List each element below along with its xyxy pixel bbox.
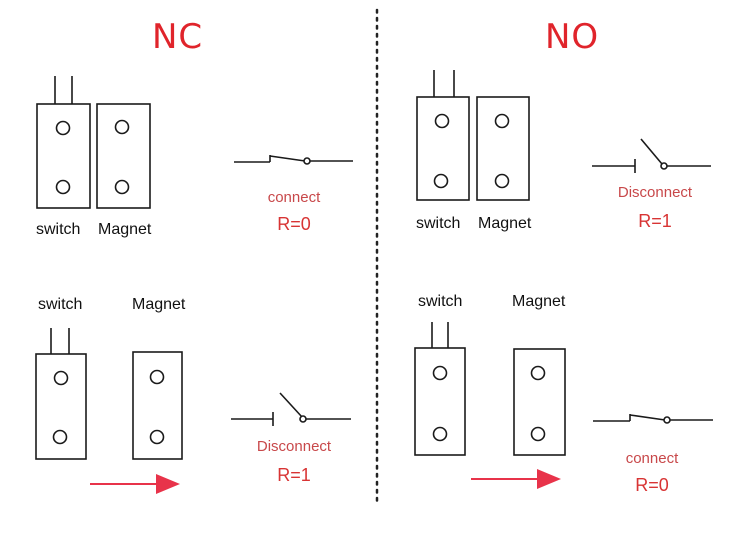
no-top-resistance-label: R=1 (638, 211, 672, 231)
nc-top-switch-body (36, 76, 91, 209)
no-top-magnet-body (476, 96, 530, 201)
no-bottom-state-label: connect (625, 450, 679, 467)
no-top-state-label: Disconnect (617, 184, 693, 201)
no-bottom-switch-label: switch (418, 293, 463, 310)
no-bottom-resistance-label: R=0 (635, 475, 669, 495)
nc-bottom-switch-label: switch (38, 296, 83, 313)
nc-bottom-magnet-body (132, 351, 183, 460)
no-bottom-magnet-label: Magnet (512, 293, 566, 310)
nc-top-magnet-label: Magnet (98, 221, 152, 238)
no-bottom-magnet-body (513, 348, 566, 456)
nc-top-switch-label: switch (36, 221, 81, 238)
no-top-switch-body (416, 70, 470, 201)
no-bottom-closed-switch-symbol (593, 414, 713, 424)
no-top-open-switch-symbol (592, 138, 711, 173)
no-heading: NO (545, 17, 600, 57)
no-top-switch-label: switch (416, 215, 461, 232)
nc-heading: NC (152, 17, 204, 57)
nc-bottom-switch-body (35, 328, 87, 460)
nc-bottom-magnet-label: Magnet (132, 296, 186, 313)
nc-bottom-resistance-label: R=1 (277, 465, 311, 485)
nc-top-state-label: connect (267, 189, 321, 206)
nc-bottom-open-switch-symbol (231, 392, 351, 426)
nc-bottom-state-label: Disconnect (256, 438, 332, 455)
nc-top-resistance-label: R=0 (277, 214, 311, 234)
no-top-magnet-label: Magnet (478, 215, 532, 232)
nc-top-magnet-body (96, 103, 151, 209)
no-bottom-switch-body (414, 322, 466, 456)
nc-top-closed-switch-symbol (234, 155, 353, 165)
